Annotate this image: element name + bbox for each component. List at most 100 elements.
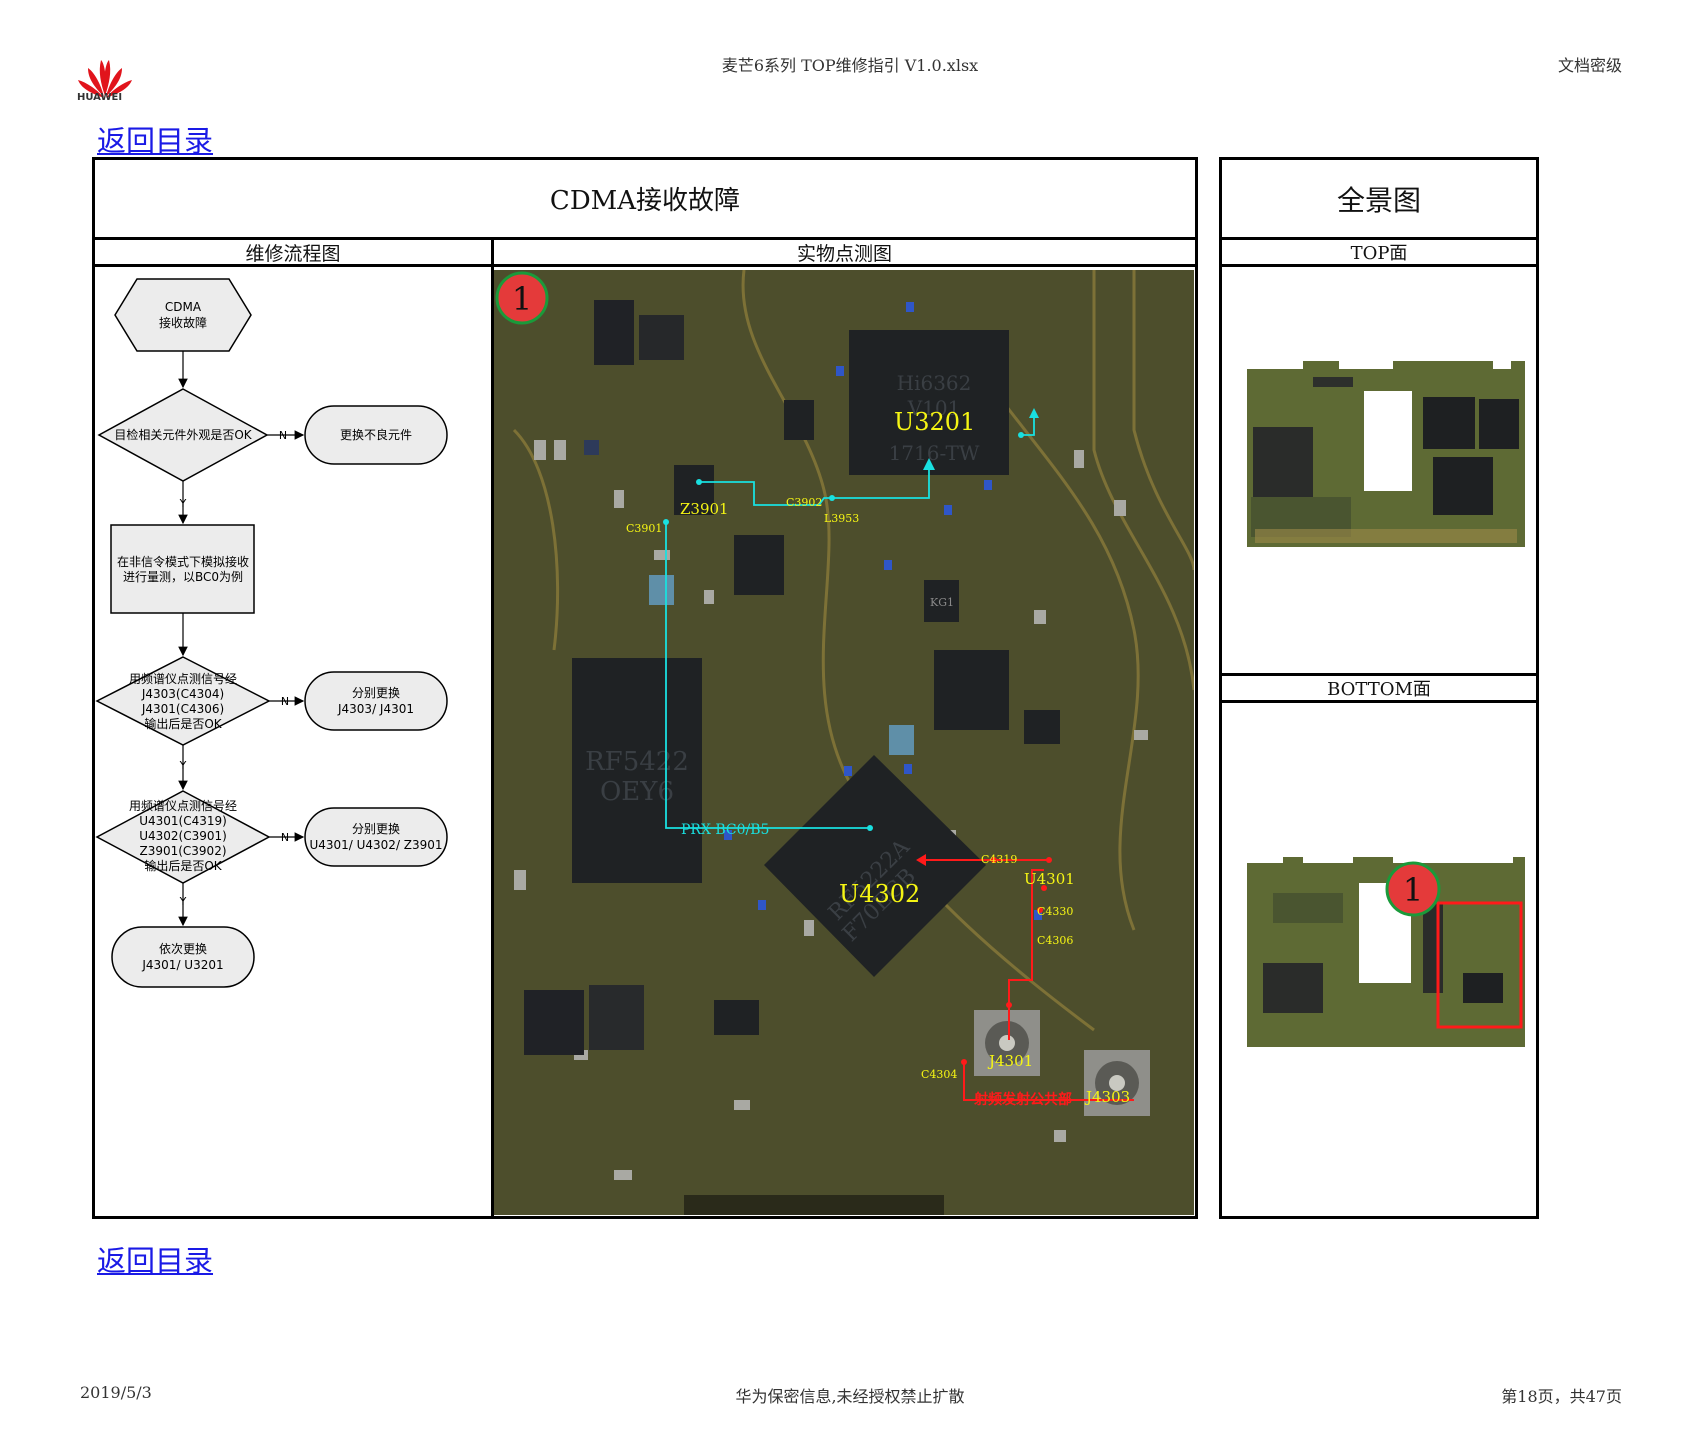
classification-label: 文档密级 bbox=[1557, 56, 1622, 75]
back-to-toc-link-bottom[interactable]: 返回目录 bbox=[97, 1244, 214, 1278]
pcb-measurement-photo: Hi6362 V101 1716-TW RF5422 OEY6 RF5222A … bbox=[494, 270, 1194, 1215]
d3-line-2: U4301(C4319) bbox=[139, 814, 227, 828]
start-line-2: 接收故障 bbox=[159, 315, 207, 330]
r3-line-1: 分别更换 bbox=[352, 822, 400, 836]
flow-process-simulate: 在非信令模式下模拟接收 进行量测，以BC0为例 bbox=[110, 524, 255, 614]
chip-u3201-marking-2: V101 bbox=[907, 396, 961, 420]
svg-text:分别更换: 分别更换 bbox=[352, 822, 400, 836]
d2-line-2: J4303(C4304) bbox=[141, 687, 224, 701]
svg-text:U4301/ U4302/ Z3901: U4301/ U4302/ Z3901 bbox=[309, 838, 442, 852]
label-c3902: C3902 bbox=[786, 496, 822, 509]
measurement-marker-1: 1 bbox=[495, 271, 549, 325]
document-title: 麦芒6系列 TOP维修指引 V1.0.xlsx bbox=[721, 56, 979, 75]
label-j4303: J4303 bbox=[1084, 1088, 1130, 1106]
d3-line-5: 输出后是否OK bbox=[144, 858, 222, 873]
label-c4306: C4306 bbox=[1037, 934, 1073, 947]
flow-decision-j4303: 用频谱仪点测信号经 J4303(C4304) J4301(C4306) 输出后是… bbox=[95, 656, 271, 746]
svg-text:在非信令模式下模拟接收: 在非信令模式下模拟接收 bbox=[117, 554, 249, 569]
d3-line-1: 用频谱仪点测信号经 bbox=[129, 799, 237, 813]
yes-label-2: Y bbox=[179, 759, 187, 772]
svg-text:用频谱仪点测信号经: 用频谱仪点测信号经 bbox=[129, 672, 237, 686]
label-prx-bc0-b5: PRX BC0/B5 bbox=[681, 822, 769, 838]
overview-panel: 全景图 TOP面 BOTTOM面 bbox=[1219, 157, 1539, 1219]
bottom-board-thumbnail: 1 bbox=[1247, 857, 1525, 1047]
column-divider bbox=[491, 240, 494, 1216]
d3-line-3: U4302(C3901) bbox=[139, 829, 227, 843]
svg-text:用频谱仪点测信号经: 用频谱仪点测信号经 bbox=[129, 799, 237, 813]
label-u4302: U4302 bbox=[839, 880, 920, 908]
svg-text:接收故障: 接收故障 bbox=[159, 315, 207, 330]
svg-text:Z3901(C3902): Z3901(C3902) bbox=[139, 844, 226, 858]
svg-text:输出后是否OK: 输出后是否OK bbox=[144, 716, 222, 731]
footer-page-number: 第18页，共47页 bbox=[1501, 1387, 1622, 1406]
bottom-side-label: BOTTOM面 bbox=[1222, 673, 1536, 703]
start-line-1: CDMA bbox=[165, 300, 202, 314]
end-line-2: J4301/ U3201 bbox=[141, 958, 223, 972]
top-side-label: TOP面 bbox=[1222, 240, 1536, 267]
svg-text:输出后是否OK: 输出后是否OK bbox=[144, 858, 222, 873]
chip-kg1-marking: KG1 bbox=[930, 596, 954, 609]
d2-line-3: J4301(C4306) bbox=[141, 702, 224, 716]
bottom-region-highlight bbox=[1436, 901, 1523, 1029]
flow-result-replace-bad: 更换不良元件 bbox=[304, 405, 448, 465]
label-z3901: Z3901 bbox=[680, 500, 729, 518]
chip-kg1: KG1 bbox=[924, 580, 959, 622]
chip-u3201-marking-3: 1716-TW bbox=[889, 441, 980, 465]
chip-rf5422: RF5422 OEY6 bbox=[572, 658, 702, 883]
process-line-1: 在非信令模式下模拟接收 bbox=[117, 554, 249, 569]
result-replace-bad-text: 更换不良元件 bbox=[340, 427, 412, 442]
flow-end-node: 依次更换 J4301/ U3201 bbox=[111, 926, 255, 988]
yes-label-3: Y bbox=[179, 895, 187, 908]
back-to-toc-link-top[interactable]: 返回目录 bbox=[97, 124, 214, 158]
chip-rf-marking-1: RF5422 bbox=[585, 747, 689, 777]
label-l3953: L3953 bbox=[824, 512, 859, 525]
chip-u4302: RF5222A F70ECB bbox=[764, 755, 986, 977]
label-j4301: J4301 bbox=[987, 1052, 1033, 1070]
svg-text:U4302(C3901): U4302(C3901) bbox=[139, 829, 227, 843]
flow-start-node: CDMA 接收故障 bbox=[114, 278, 252, 352]
marker-1-text: 1 bbox=[512, 280, 532, 318]
svg-text:J4301(C4306): J4301(C4306) bbox=[141, 702, 224, 716]
label-c3901: C3901 bbox=[626, 522, 662, 535]
flow-decision-u4301: 用频谱仪点测信号经 U4301(C4319) U4302(C3901) Z390… bbox=[95, 790, 271, 884]
flow-column-header: 维修流程图 bbox=[95, 240, 491, 267]
bottom-marker-1-text: 1 bbox=[1403, 871, 1423, 909]
label-rf-common: 射频发射公共部 bbox=[973, 1091, 1072, 1108]
end-line-1: 依次更换 bbox=[159, 941, 207, 956]
svg-text:分别更换: 分别更换 bbox=[352, 686, 400, 700]
svg-text:J4303(C4304): J4303(C4304) bbox=[141, 687, 224, 701]
red-signal-path bbox=[924, 859, 1134, 1101]
label-c4319: C4319 bbox=[981, 853, 1017, 866]
chip-u3201-marking-1: Hi6362 bbox=[897, 371, 972, 395]
flow-result-replace-u4301: 分别更换 U4301/ U4302/ Z3901 bbox=[304, 807, 448, 867]
fault-title: CDMA接收故障 bbox=[95, 160, 1195, 240]
r2-line-1: 分别更换 bbox=[352, 686, 400, 700]
d2-line-1: 用频谱仪点测信号经 bbox=[129, 672, 237, 686]
connector-j4301 bbox=[974, 1010, 1040, 1076]
chip-u3201: Hi6362 V101 1716-TW bbox=[849, 330, 1009, 475]
photo-column-header: 实物点测图 bbox=[494, 240, 1195, 267]
chip-rf-marking-2: OEY6 bbox=[600, 777, 674, 807]
flow-decision-inspect: 目检相关元件外观是否OK bbox=[97, 388, 269, 482]
d2-line-4: 输出后是否OK bbox=[144, 716, 222, 731]
no-label-2: N bbox=[281, 695, 289, 708]
process-line-2: 进行量测，以BC0为例 bbox=[123, 570, 243, 584]
d3-line-4: Z3901(C3902) bbox=[139, 844, 226, 858]
svg-text:J4301/ U3201: J4301/ U3201 bbox=[141, 958, 223, 972]
svg-text:J4303/ J4301: J4303/ J4301 bbox=[337, 702, 414, 716]
label-u4301: U4301 bbox=[1024, 870, 1075, 888]
decision-inspect-text: 目检相关元件外观是否OK bbox=[114, 427, 252, 442]
svg-text:依次更换: 依次更换 bbox=[159, 941, 207, 956]
r2-line-2: J4303/ J4301 bbox=[337, 702, 414, 716]
label-c4330: C4330 bbox=[1037, 905, 1073, 918]
cyan-signal-path bbox=[665, 415, 1035, 829]
no-label-3: N bbox=[281, 831, 289, 844]
brand-text: HUAWEI bbox=[77, 92, 123, 103]
label-u3201: U3201 bbox=[894, 408, 975, 436]
flow-result-replace-j4303: 分别更换 J4303/ J4301 bbox=[304, 671, 448, 731]
r3-line-2: U4301/ U4302/ Z3901 bbox=[309, 838, 442, 852]
overview-title: 全景图 bbox=[1222, 160, 1536, 240]
main-table: CDMA接收故障 维修流程图 实物点测图 bbox=[92, 157, 1198, 1219]
yes-label-1: Y bbox=[179, 497, 187, 510]
top-board-thumbnail bbox=[1247, 361, 1525, 547]
